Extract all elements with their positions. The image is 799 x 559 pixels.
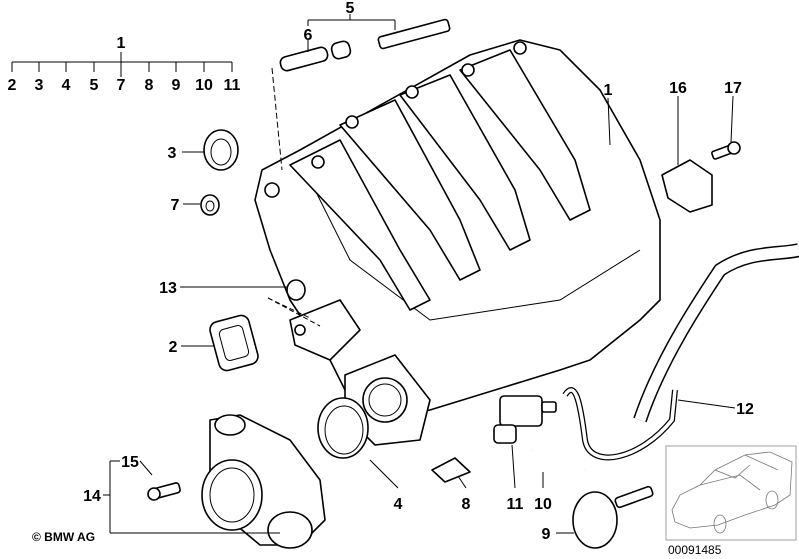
- pressure-converter-11[interactable]: [493, 395, 557, 444]
- callout-6[interactable]: 6: [304, 27, 313, 44]
- callout-5[interactable]: 5: [346, 0, 355, 17]
- vacuum-hose-10[interactable]: [530, 449, 586, 476]
- intake-manifold[interactable]: [254, 39, 661, 446]
- callout-2-group[interactable]: 2: [8, 77, 17, 94]
- clip-8[interactable]: [431, 457, 471, 483]
- seal-ring-3[interactable]: [203, 129, 239, 171]
- sensor-16[interactable]: [661, 159, 713, 213]
- bolt-15[interactable]: [147, 482, 181, 501]
- callout-8[interactable]: 8: [462, 496, 471, 513]
- diagram-id: 00091485: [668, 543, 722, 557]
- callout-9[interactable]: 9: [542, 526, 551, 543]
- callout-17[interactable]: 17: [724, 80, 742, 97]
- bolt-5-6[interactable]: [271, 18, 451, 171]
- callout-12[interactable]: 12: [736, 401, 754, 418]
- callout-1-group[interactable]: 1: [117, 35, 126, 52]
- callout-16[interactable]: 16: [669, 80, 687, 97]
- vacuum-hose-12[interactable]: [562, 243, 799, 461]
- callout-2[interactable]: 2: [169, 339, 178, 356]
- gasket-ring-4[interactable]: [317, 397, 369, 459]
- callout-7-group[interactable]: 7: [117, 77, 126, 94]
- callout-15[interactable]: 15: [121, 454, 139, 471]
- group-bracket: 1 2 3 4 5 7 8 9 10 11: [8, 35, 241, 94]
- throttle-body-14[interactable]: [201, 414, 326, 549]
- screw-17[interactable]: [711, 141, 741, 160]
- gasket-2[interactable]: [208, 314, 260, 373]
- callout-10[interactable]: 10: [534, 496, 552, 513]
- grommet-13[interactable]: [267, 279, 321, 327]
- vehicle-thumbnail: [665, 445, 797, 541]
- copyright-text: © BMW AG: [32, 530, 95, 544]
- callout-9-group[interactable]: 9: [172, 77, 181, 94]
- callout-10-group[interactable]: 10: [195, 77, 213, 94]
- callout-1[interactable]: 1: [604, 82, 613, 99]
- callout-5-group[interactable]: 5: [90, 77, 99, 94]
- callout-4[interactable]: 4: [394, 496, 403, 513]
- actuator-9[interactable]: [572, 485, 654, 549]
- callout-11-group[interactable]: 11: [224, 77, 241, 94]
- leader-lines: [103, 14, 736, 534]
- callout-8-group[interactable]: 8: [145, 77, 154, 94]
- callout-3-group[interactable]: 3: [35, 77, 44, 94]
- spacer-7[interactable]: [200, 194, 220, 216]
- callout-7[interactable]: 7: [171, 197, 180, 214]
- callout-14[interactable]: 14: [83, 488, 101, 505]
- callout-11[interactable]: 11: [507, 496, 524, 513]
- callout-4-group[interactable]: 4: [62, 77, 71, 94]
- callout-3[interactable]: 3: [168, 145, 177, 162]
- callout-13[interactable]: 13: [159, 280, 177, 297]
